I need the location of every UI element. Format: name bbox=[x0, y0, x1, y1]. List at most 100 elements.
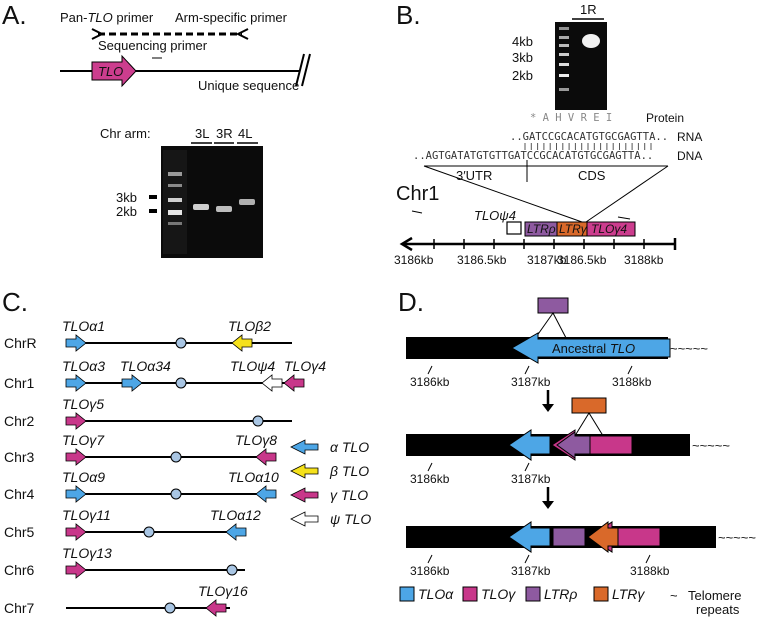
ltr-gamma-label: LTRγ bbox=[559, 222, 588, 236]
dna-label: DNA bbox=[677, 149, 702, 163]
d-row3-telomere: ~~~~~ bbox=[718, 530, 756, 545]
lane-label-3l: 3L bbox=[195, 126, 209, 141]
tlo-psi4-label: TLOψ4 bbox=[474, 208, 516, 223]
tlo-gamma4-box bbox=[586, 221, 636, 237]
tlo-gene-label: TLO bbox=[98, 64, 123, 79]
tlo-gene-label: TLOγ11 bbox=[62, 507, 111, 523]
tlo-gene-arrow bbox=[65, 374, 87, 392]
legend-psi-label: ψ TLO bbox=[330, 511, 371, 527]
legend-alpha-label: α TLO bbox=[330, 439, 369, 455]
tlo-gene-label: TLOγ7 bbox=[62, 432, 105, 448]
tlo-gene-arrow bbox=[65, 561, 87, 579]
d-down-arrow-icon-1 bbox=[542, 404, 554, 412]
d-tick bbox=[427, 462, 433, 472]
chromosome-label: Chr4 bbox=[4, 486, 35, 502]
legend-d-telomere-label-2: repeats bbox=[696, 602, 740, 617]
legend-d-tlo-alpha: TLOα bbox=[418, 586, 454, 602]
tlo-gene-arrow bbox=[255, 485, 277, 503]
size-3kb-b-label: 3kb bbox=[512, 50, 533, 65]
tlo-gene-label: TLOγ8 bbox=[235, 432, 277, 448]
tlo-gene-arrow bbox=[255, 448, 277, 466]
panel-a-label: A. bbox=[2, 0, 27, 30]
chromosome-label: Chr5 bbox=[4, 524, 35, 540]
lane-label-4l: 4L bbox=[238, 126, 252, 141]
dna-sequence: ..AGTGATATGTGTTGATCCGCACATGTGCGAGTTA.. bbox=[413, 150, 653, 162]
chromosome-label: Chr6 bbox=[4, 562, 35, 578]
tlo-gamma4-label: TLOγ4 bbox=[591, 222, 627, 236]
centromere bbox=[175, 377, 187, 389]
legend-d-tlo-gamma-swatch bbox=[462, 586, 478, 602]
legend-gamma-label: γ TLO bbox=[330, 487, 368, 503]
tlo-gene-arrow bbox=[283, 374, 305, 392]
unique-sequence-label: Unique sequence bbox=[198, 78, 299, 93]
d-tick bbox=[524, 365, 530, 375]
zoom-line-right bbox=[585, 165, 669, 223]
d-row2-tlo-alpha bbox=[508, 429, 551, 461]
d-row3-tick-label: 3188kb bbox=[630, 564, 670, 578]
gel-b-ladder-band bbox=[559, 44, 569, 47]
d-row2-telomere: ~~~~~ bbox=[692, 438, 730, 453]
tlo-gene-label: TLOα3 bbox=[62, 358, 105, 374]
b-tick-label: 3186.5kb bbox=[557, 253, 607, 267]
scale-minor-ticks bbox=[433, 239, 645, 249]
tlo-gene-label: TLOα10 bbox=[228, 469, 279, 485]
size-3kb-label: 3kb bbox=[116, 190, 137, 205]
tlo-gene-arrow bbox=[65, 448, 87, 466]
legend-d-tlo-gamma: TLOγ bbox=[481, 586, 516, 602]
b-tick-label: 3186kb bbox=[394, 253, 434, 267]
legend-d-ltr-rho: LTRρ bbox=[544, 586, 577, 602]
tlo-gene-arrow bbox=[231, 334, 253, 352]
centromere bbox=[143, 526, 155, 538]
tlo-gene-label: TLOα12 bbox=[210, 507, 261, 523]
tlo-psi4-box bbox=[506, 221, 522, 235]
gel-b-band-1r bbox=[582, 34, 600, 48]
rna-label: RNA bbox=[677, 130, 702, 144]
d-row1-tick-label: 3187kb bbox=[511, 375, 551, 389]
d-row1-tick-label: 3186kb bbox=[410, 375, 450, 389]
d-row3-ltr-gamma bbox=[587, 521, 619, 553]
zoom-line-left bbox=[423, 165, 583, 223]
b-tick-label: 3187kb bbox=[527, 253, 567, 267]
legend-psi-arrow-icon bbox=[290, 511, 319, 527]
cds-label: CDS bbox=[578, 168, 606, 183]
sequencing-primer-label: Sequencing primer bbox=[98, 38, 208, 53]
rna-sequence: ..GATCCGCACATGTGCGAGTTA.. bbox=[510, 131, 668, 143]
reverse-primer-arrow-icon bbox=[235, 28, 249, 40]
size-2kb-label: 2kb bbox=[116, 204, 137, 219]
size-2kb-b-label: 2kb bbox=[512, 68, 533, 83]
d-ancestral-tlo-arrow bbox=[510, 332, 671, 364]
panel-d-label: D. bbox=[398, 287, 424, 317]
tlo-gene-label: TLOγ4 bbox=[284, 358, 326, 374]
gel-b-ladder-band bbox=[559, 27, 569, 30]
d-ltr-gamma-insert bbox=[571, 397, 607, 414]
pan-tlo-primer-label: Pan-TLO primer bbox=[60, 10, 154, 25]
centromere bbox=[252, 415, 264, 427]
centromere bbox=[175, 337, 187, 349]
legend-d-ltr-gamma-swatch bbox=[593, 586, 609, 602]
tlo-gene-label: TLOα1 bbox=[62, 318, 105, 334]
gel-b-ladder-band bbox=[559, 88, 569, 91]
protein-sequence: * A H V R E I bbox=[530, 112, 612, 124]
size-4kb-label: 4kb bbox=[512, 34, 533, 49]
gel-a-ladder-band bbox=[168, 172, 182, 176]
chromosome-label: Chr2 bbox=[4, 413, 35, 429]
centromere bbox=[226, 564, 238, 576]
gel-a-band-3l bbox=[193, 204, 209, 210]
d-tick bbox=[427, 554, 433, 564]
gel-b-ladder-band bbox=[559, 74, 569, 77]
arm-specific-primer-label: Arm-specific primer bbox=[175, 10, 288, 25]
d-row2-tick-label: 3186kb bbox=[410, 472, 450, 486]
chromosome-label: ChrR bbox=[4, 335, 37, 351]
centromere bbox=[164, 602, 176, 614]
d-row2-tick-label: 3187kb bbox=[511, 472, 551, 486]
gel-b-ladder-band bbox=[559, 63, 569, 66]
legend-d-ltr-rho-swatch bbox=[525, 586, 541, 602]
tlo-gene-label: TLOβ2 bbox=[228, 318, 271, 334]
primer-arrow-icon-2 bbox=[617, 216, 631, 220]
gel-a-ladder-band bbox=[168, 222, 182, 225]
chromosome-label: Chr3 bbox=[4, 449, 35, 465]
tlo-gene-arrow bbox=[121, 374, 143, 392]
gel-a-ladder-band bbox=[168, 210, 182, 215]
legend-alpha-arrow-icon bbox=[290, 439, 319, 455]
